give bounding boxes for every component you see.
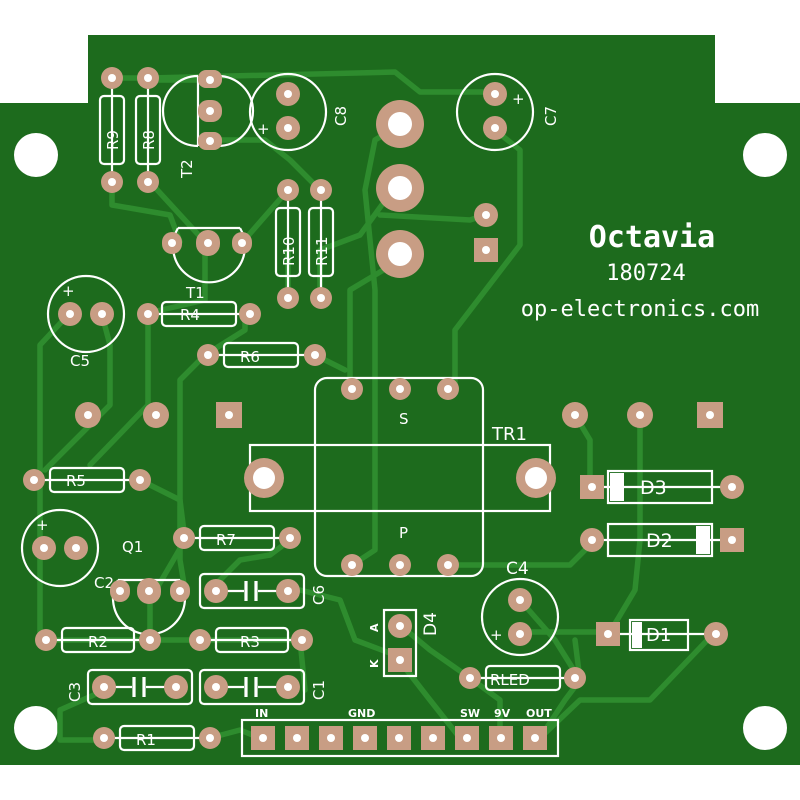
capacitor-c6: C6 [198, 572, 328, 610]
connector-label-in: IN [255, 707, 268, 720]
capacitor-c1: C1 [198, 668, 328, 706]
label-t1: T1 [185, 284, 205, 302]
diode-d3: D3 [580, 469, 744, 505]
label-r2: R2 [88, 633, 108, 651]
transistor-t2: T2 [161, 70, 255, 179]
capacitor-c2: + C2 [20, 508, 114, 592]
resistor-r1: R1 [93, 724, 221, 752]
label-p: P [399, 524, 408, 542]
resistor-r2: R2 [35, 626, 161, 654]
resistor-r10: R10 [274, 179, 302, 309]
label-c1: C1 [310, 680, 328, 700]
diode-d4: A K D4 [368, 608, 441, 678]
label-r3: R3 [240, 633, 260, 651]
resistor-r3: R3 [189, 626, 313, 654]
transistor-t1: T1 [162, 226, 252, 302]
two-pin-header [474, 203, 498, 262]
connector-label-gnd: GND [348, 707, 375, 720]
label-d1: D1 [646, 625, 671, 646]
board-title: Octavia [589, 220, 715, 255]
connector-label-out: OUT [526, 707, 552, 720]
label-r8: R8 [140, 130, 158, 150]
capacitor-c5: + C5 [46, 274, 126, 370]
label-r4: R4 [180, 306, 200, 324]
label-c3: C3 [66, 682, 84, 702]
resistor-r7: R7 [173, 524, 301, 552]
label-r10: R10 [280, 236, 298, 266]
label-c4: C4 [506, 559, 529, 579]
mounting-hole-bottom-right [743, 706, 787, 750]
label-t2: T2 [178, 159, 196, 179]
board-site: op-electronics.com [521, 297, 759, 322]
diode-d1: D1 [596, 618, 728, 652]
capacitor-c8: + C8 [248, 72, 350, 152]
resistor-r11: R11 [307, 179, 335, 309]
connector-label-sw: SW [460, 707, 480, 720]
label-r6: R6 [240, 348, 260, 366]
label-d2: D2 [646, 530, 673, 552]
resistor-r5: R5 [23, 466, 151, 494]
connector-label-9v: 9V [494, 707, 511, 720]
resistor-r4: R4 [137, 300, 261, 328]
label-c2-plus: + [36, 516, 49, 534]
label-c2: C2 [94, 574, 114, 592]
capacitor-c3: C3 [66, 668, 194, 706]
pads-row-left [75, 402, 242, 428]
label-r1: R1 [136, 731, 156, 749]
mounting-hole-bottom-left [14, 706, 58, 750]
label-c8: C8 [332, 106, 350, 126]
label-r11: R11 [313, 236, 331, 266]
label-r7: R7 [216, 531, 236, 549]
label-c5: C5 [70, 352, 90, 370]
capacitor-c7: + C7 [455, 72, 560, 152]
resistor-r8: R8 [134, 67, 162, 193]
pads-row-right [562, 402, 723, 428]
label-d3: D3 [640, 477, 667, 499]
label-r9: R9 [104, 130, 122, 150]
label-c8-plus: + [257, 120, 270, 138]
label-s: S [399, 410, 409, 428]
label-c6: C6 [310, 585, 328, 605]
transformer-tr1: S P TR1 [244, 376, 556, 578]
label-c5-plus: + [62, 282, 75, 300]
transistor-q1: Q1 [110, 538, 190, 636]
large-pads-column [376, 100, 424, 278]
capacitor-c4: + C4 [480, 559, 560, 657]
label-q1: Q1 [122, 538, 143, 556]
resistor-rled: RLED [459, 664, 586, 692]
connector-header: IN GND SW 9V OUT [240, 707, 560, 758]
mounting-hole-top-left [14, 133, 58, 177]
label-rled: RLED [490, 671, 530, 689]
label-d4-cathode: K [368, 659, 381, 668]
board-code: 180724 [606, 261, 685, 286]
resistor-r6: R6 [197, 341, 326, 369]
diode-d2: D2 [580, 522, 744, 558]
label-c7: C7 [542, 106, 560, 126]
label-d4-anode: A [368, 623, 381, 632]
resistor-r9: R9 [98, 67, 126, 193]
mounting-hole-top-right [743, 133, 787, 177]
label-c4-plus: + [490, 626, 503, 644]
label-c7-plus: + [512, 90, 525, 108]
label-tr1: TR1 [491, 424, 527, 445]
label-r5: R5 [66, 472, 86, 490]
label-d4: D4 [421, 612, 441, 636]
